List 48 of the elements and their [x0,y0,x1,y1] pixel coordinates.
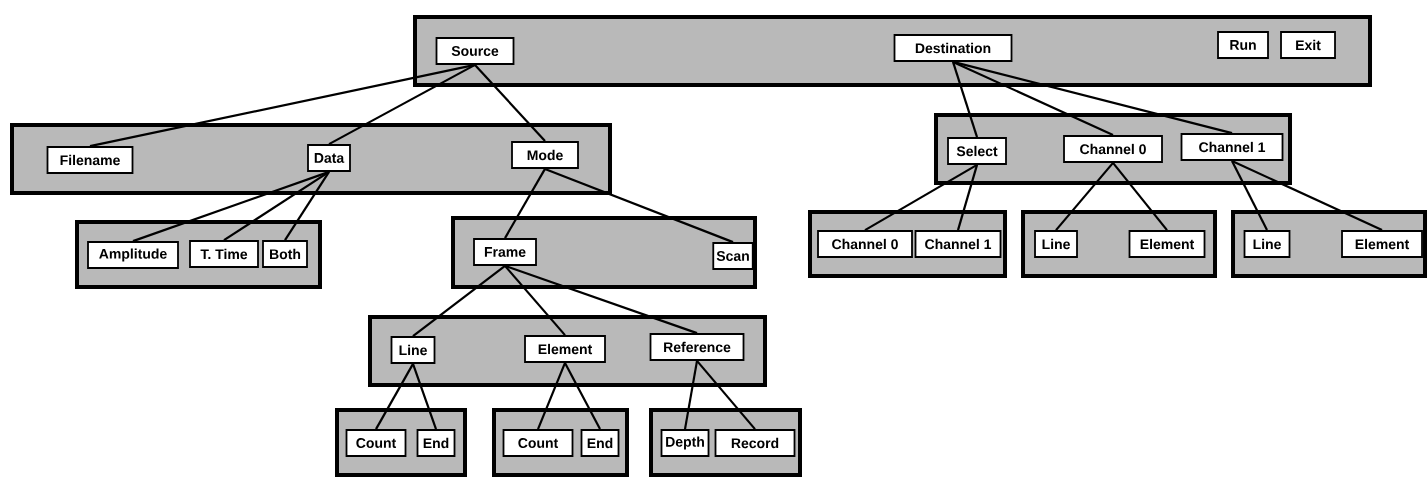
menu-button: Source [435,37,515,65]
menu-button: Channel 1 [1180,133,1284,161]
menu-button: Channel 1 [914,230,1002,258]
menu-button: End [416,429,456,457]
connector-line [696,360,756,430]
menu-button: Exit [1280,31,1336,59]
menu-button: Filename [46,146,134,174]
menu-button: Count [345,429,407,457]
connector-line [544,167,734,244]
menu-button: Select [947,137,1007,165]
menu-button: End [580,429,620,457]
menu-button: Frame [473,238,537,266]
connector-line [1231,159,1383,232]
menu-button: Channel 0 [817,230,913,258]
menu-button: Amplitude [87,241,179,269]
connector-line [1055,162,1114,231]
menu-button: Depth [660,429,710,457]
menu-button: Element [1128,230,1206,258]
connector-line [952,60,1114,137]
menu-button: Mode [511,141,579,169]
menu-button: Element [1341,230,1423,258]
menu-button: Run [1217,31,1269,59]
connector-line [1112,162,1168,231]
menu-button: Line [1034,230,1078,258]
connector-line [864,163,978,232]
connector-line [328,63,476,146]
connector-line [504,168,546,239]
menu-button: Line [390,336,436,364]
connector-line [474,64,546,142]
connector-line [952,60,1233,135]
connector-line [89,63,476,148]
menu-button: T. Time [189,240,259,268]
connector-line [223,170,330,242]
connector-line [412,265,506,337]
connector-line [504,264,698,335]
menu-button: Line [1243,230,1291,258]
menu-button: Both [262,240,308,268]
connector-line [951,61,979,138]
menu-button: Scan [712,242,754,270]
menu-button: Destination [893,34,1013,62]
connector-line [504,265,566,336]
connector-line [132,170,330,243]
menu-button: Element [524,335,606,363]
menu-button: Reference [649,333,745,361]
menu-button: Data [307,144,351,172]
menu-button: Count [502,429,574,457]
menu-button: Record [714,429,796,457]
menu-button: Channel 0 [1063,135,1163,163]
